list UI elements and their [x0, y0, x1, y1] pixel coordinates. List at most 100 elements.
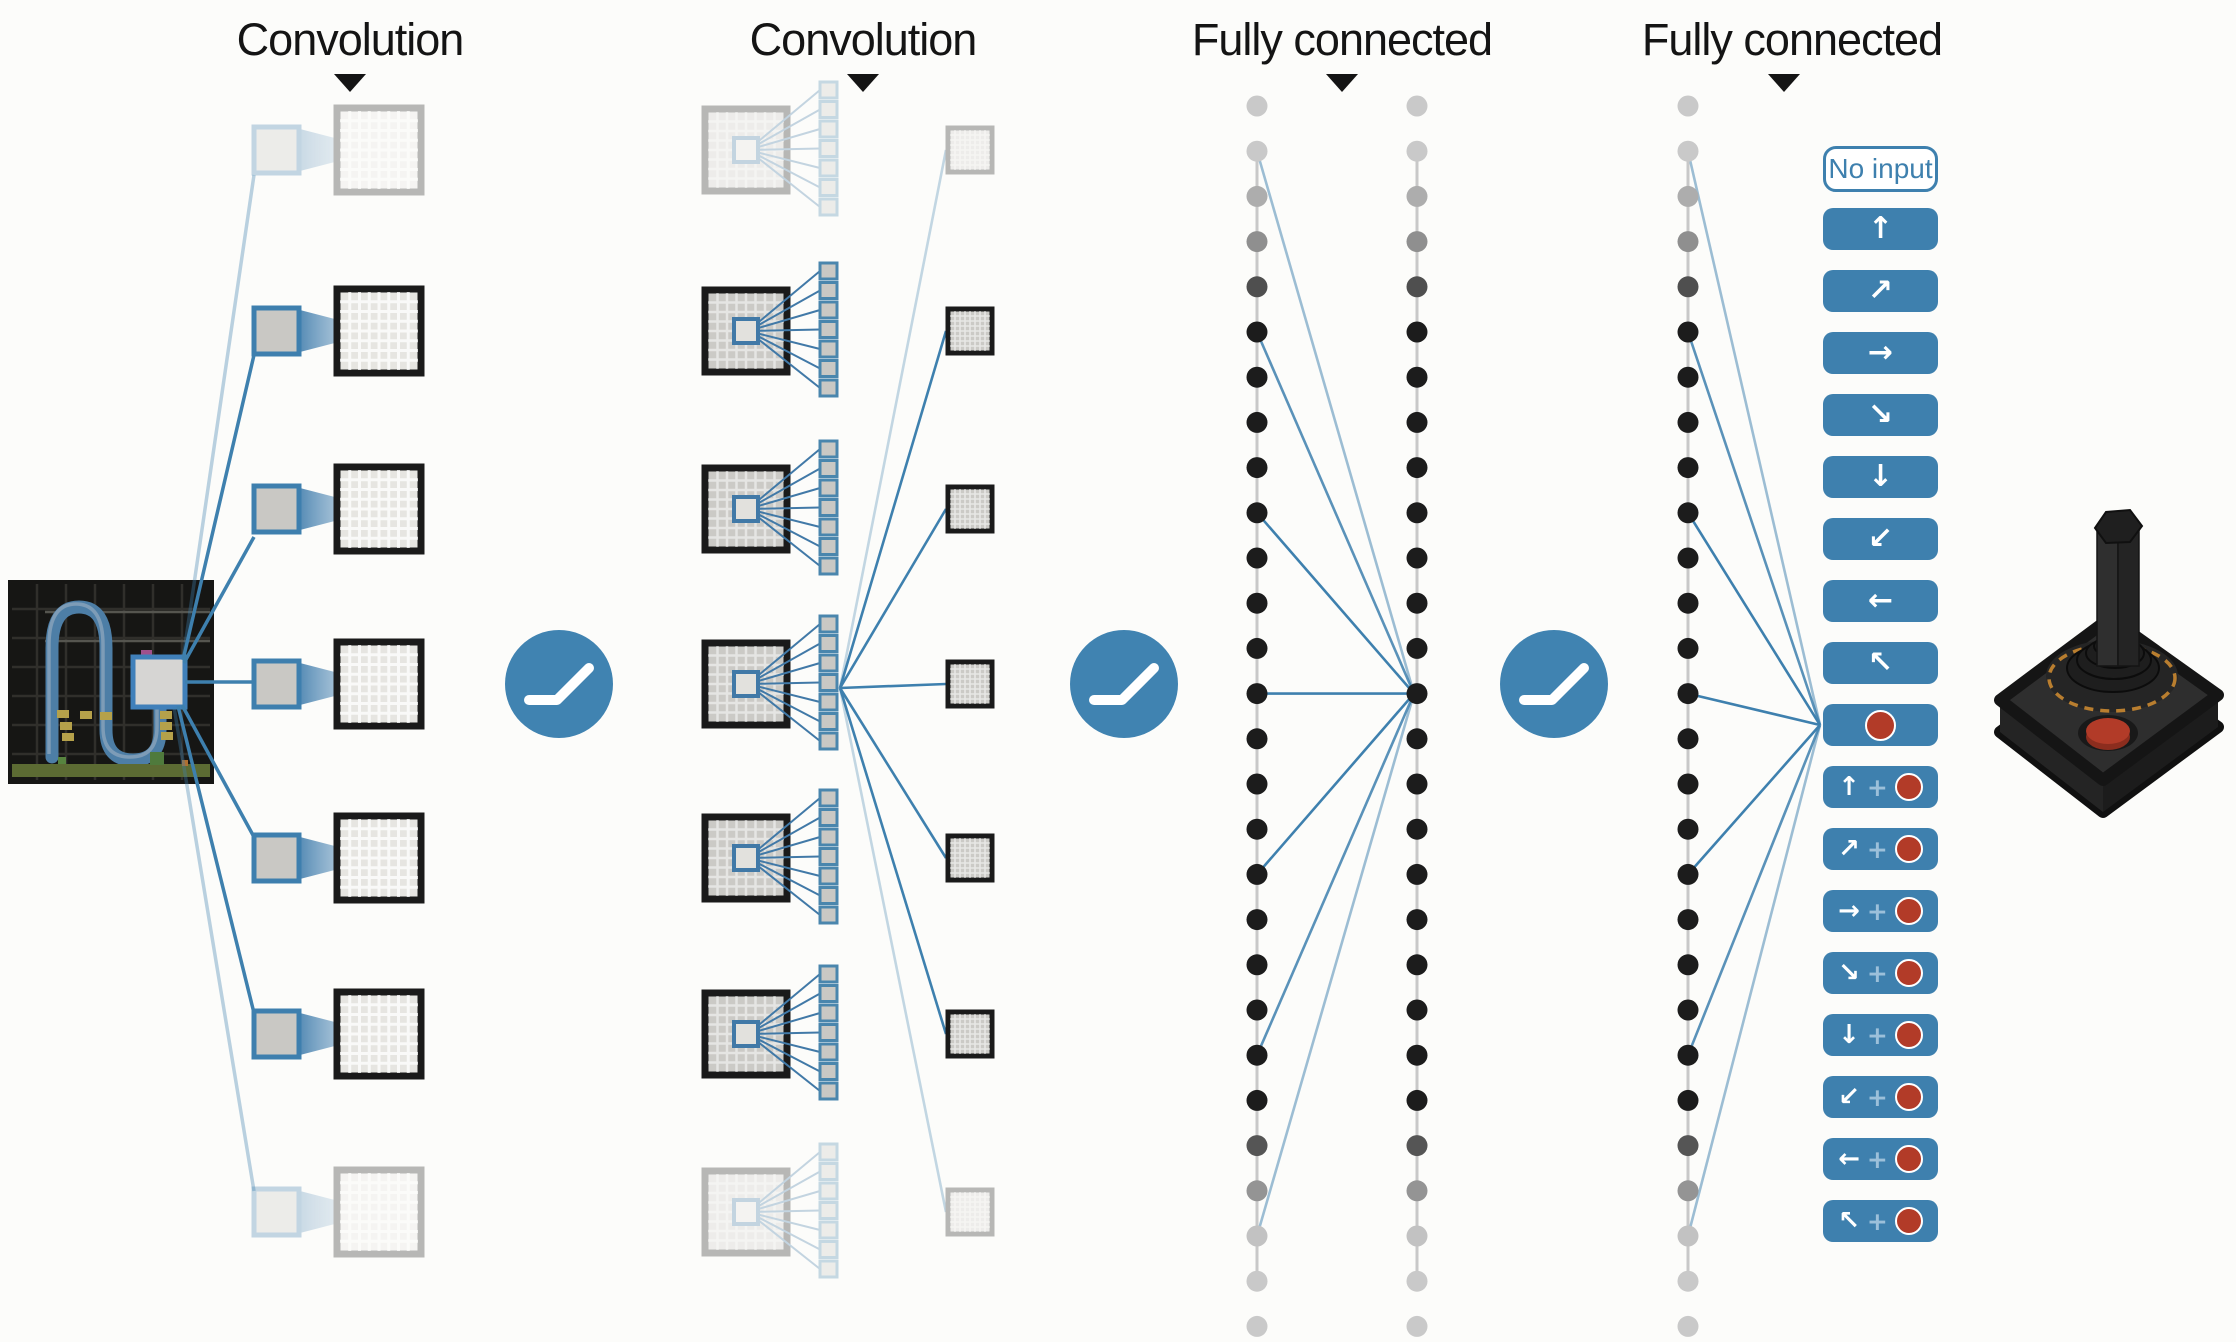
- action-button-up-left-fire[interactable]: ↖+: [1823, 1200, 1938, 1242]
- conv2-filter: [818, 1081, 839, 1101]
- conv2-filter: [818, 300, 839, 320]
- relu-activation-icon: [1070, 630, 1178, 738]
- fc-unit-dot: [1246, 411, 1268, 433]
- plus-icon: +: [1866, 1082, 1888, 1112]
- fc-unit-dot: [1246, 457, 1268, 479]
- conv2-centre-patch: [732, 136, 760, 164]
- fc-unit-dot: [1677, 502, 1699, 524]
- conv2-filter: [818, 80, 839, 100]
- arrow-down-left-fire-icon: ↙: [1838, 1082, 1860, 1112]
- fc-unit-dot: [1677, 592, 1699, 614]
- action-button-down-right-fire[interactable]: ↘+: [1823, 952, 1938, 994]
- fc-unit-dot: [1677, 366, 1699, 388]
- action-button-right-fire[interactable]: →+: [1823, 890, 1938, 932]
- conv2-filter: [818, 359, 839, 378]
- conv1-feature-map: [333, 1166, 425, 1258]
- conv2-filter: [818, 984, 839, 1003]
- plus-icon: +: [1866, 896, 1888, 926]
- conv2-filter: [818, 537, 839, 556]
- fc-unit-dot: [1406, 276, 1428, 298]
- conv2-filter: [818, 847, 839, 866]
- fire-button-icon: [1894, 835, 1923, 863]
- fc-unit-dot: [1246, 1135, 1268, 1157]
- conv2-filter: [818, 673, 839, 692]
- fc-unit-dot: [1406, 231, 1428, 253]
- fire-button-icon: [1894, 1021, 1923, 1049]
- fc-unit-dot: [1406, 1225, 1428, 1247]
- conv2-filter: [818, 653, 839, 673]
- conv2-filter: [818, 378, 839, 398]
- conv2-filter: [818, 712, 839, 731]
- arrow-up-right-icon: ↗: [1867, 273, 1894, 308]
- action-button-up-left[interactable]: ↖: [1823, 642, 1938, 684]
- conv2-filter: [818, 459, 839, 478]
- fc-unit-dot: [1677, 1270, 1699, 1292]
- fc-unit-dot: [1246, 728, 1268, 750]
- fc1-fan-lines: [1255, 150, 1416, 1237]
- plus-icon: +: [1866, 1144, 1888, 1174]
- action-button-up-fire[interactable]: ↑+: [1823, 766, 1938, 808]
- fire-button-icon: [1865, 709, 1896, 741]
- action-button-down[interactable]: ↓: [1823, 456, 1938, 498]
- arrow-left-icon: ←: [1867, 583, 1894, 618]
- conv2-filter: [818, 281, 839, 300]
- conv2-row: [701, 687, 995, 1101]
- fc-unit-dot: [1246, 683, 1268, 705]
- action-button-no-input[interactable]: No input: [1823, 146, 1938, 192]
- conv2-filter: [818, 1201, 839, 1220]
- fc-unit-dot: [1406, 818, 1428, 840]
- fc1-column-2: [1406, 95, 1428, 1337]
- atari-joystick-icon: [1994, 508, 2224, 818]
- action-button-left[interactable]: ←: [1823, 580, 1938, 622]
- action-button-up[interactable]: ↑: [1823, 208, 1938, 250]
- action-button-down-left[interactable]: ↙: [1823, 518, 1938, 560]
- conv2-centre-patch: [732, 1198, 760, 1226]
- action-button-up-right-fire[interactable]: ↗+: [1823, 828, 1938, 870]
- fc-unit-dot: [1677, 1225, 1699, 1247]
- fc-unit-dot: [1406, 909, 1428, 931]
- game-screen: [8, 580, 214, 784]
- action-button-down-fire[interactable]: ↓+: [1823, 1014, 1938, 1056]
- fc-unit-dot: [1246, 321, 1268, 343]
- input-patch: [130, 654, 188, 710]
- action-button-down-right[interactable]: ↘: [1823, 394, 1938, 436]
- conv1-row: [251, 988, 425, 1080]
- arrow-right-icon: →: [1867, 335, 1894, 370]
- conv1-row: [251, 1166, 425, 1258]
- action-button-left-fire[interactable]: ←+: [1823, 1138, 1938, 1180]
- fc-unit-dot: [1246, 185, 1268, 207]
- plus-icon: +: [1866, 772, 1888, 802]
- conv1-row: [251, 812, 425, 904]
- arrow-down-fire-icon: ↓: [1838, 1020, 1860, 1050]
- relu-activation-icon: [1500, 630, 1608, 738]
- fc-unit-dot: [1246, 954, 1268, 976]
- fc-unit-dot: [1677, 1135, 1699, 1157]
- down-triangle-icon: [1326, 74, 1358, 92]
- conv1-row: [251, 638, 425, 730]
- conv2-filter: [818, 731, 839, 751]
- fc-unit-dot: [1406, 1315, 1428, 1337]
- fc-unit-dot: [1406, 1044, 1428, 1066]
- fc-unit-dot: [1677, 457, 1699, 479]
- action-button-fire[interactable]: [1823, 704, 1938, 746]
- fc-unit-dot: [1406, 140, 1428, 162]
- arrow-up-right-fire-icon: ↗: [1838, 834, 1860, 864]
- fc-unit-dot: [1246, 1089, 1268, 1111]
- down-triangle-icon: [1768, 74, 1800, 92]
- fire-button-icon: [1894, 1145, 1923, 1173]
- fc-unit-dot: [1406, 592, 1428, 614]
- conv2-filter: [818, 100, 839, 119]
- conv2-filter: [818, 517, 839, 537]
- conv1-patch: [251, 124, 302, 176]
- conv2-filter: [818, 178, 839, 197]
- fc-unit-dot: [1677, 231, 1699, 253]
- fc1-column-1: [1246, 95, 1268, 1337]
- fc-unit-dot: [1406, 728, 1428, 750]
- action-button-up-right[interactable]: ↗: [1823, 270, 1938, 312]
- conv2-centre-patch: [732, 317, 760, 345]
- conv2-filter: [818, 139, 839, 158]
- conv2-filter: [818, 339, 839, 359]
- action-button-down-left-fire[interactable]: ↙+: [1823, 1076, 1938, 1118]
- action-button-right[interactable]: →: [1823, 332, 1938, 374]
